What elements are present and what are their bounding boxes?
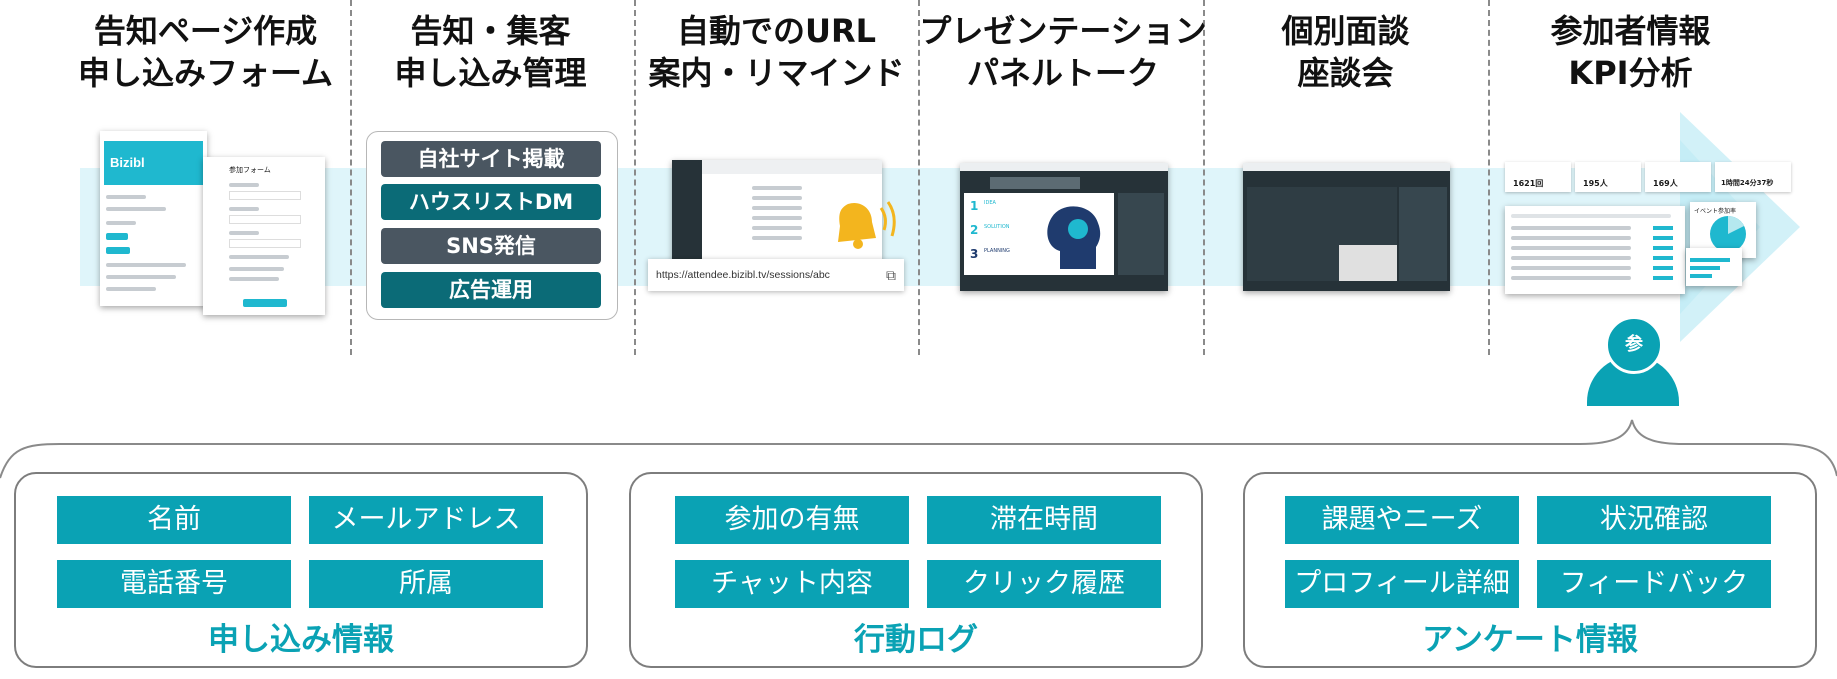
kpi-unit: 回 (1535, 179, 1543, 188)
kpi-card: 1621回 (1505, 162, 1571, 192)
stage-title-line: 告知・集客 (348, 10, 633, 52)
presentation-screenshot: 1 IDEA 2 SOLUTION 3 PLANNING (960, 163, 1168, 291)
info-tag: 電話番号 (57, 560, 291, 608)
channel-item: 広告運用 (381, 272, 601, 308)
info-tag: メールアドレス (309, 496, 543, 544)
kpi-unit: 人 (1600, 179, 1608, 188)
stage-title-line: 告知ページ作成 (63, 10, 348, 52)
stage-title-line: 申し込み管理 (348, 52, 633, 94)
stage-title-3: 自動でのURL 案内・リマインド (634, 10, 919, 94)
form-title: 参加フォーム (229, 165, 271, 175)
info-tag: チャット内容 (675, 560, 909, 608)
stage-title-line: KPI分析 (1488, 52, 1773, 94)
stage-title-line: 座談会 (1203, 52, 1488, 94)
stage-title-line: プレゼンテーション (918, 10, 1208, 52)
info-tag: 状況確認 (1537, 496, 1771, 544)
group-label: 申し込み情報 (16, 614, 586, 659)
slide-item-label: SOLUTION (984, 224, 1010, 230)
stage-title-line: 参加者情報 (1488, 10, 1773, 52)
stage-title-line: 申し込みフォーム (63, 52, 348, 94)
channel-item: 自社サイト掲載 (381, 141, 601, 177)
event-page-screenshot: Bizibl (100, 131, 207, 306)
stage-title-line: パネルトーク (918, 52, 1208, 94)
stage-title-4: プレゼンテーション パネルトーク (918, 10, 1208, 94)
info-tag: 参加の有無 (675, 496, 909, 544)
form-screenshot: 参加フォーム (203, 157, 325, 315)
group-registration-info: 名前 メールアドレス 電話番号 所属 申し込み情報 (14, 472, 588, 668)
stage-title-6: 参加者情報 KPI分析 (1488, 10, 1773, 94)
event-banner: Bizibl (104, 141, 203, 185)
channel-item: ハウスリストDM (381, 184, 601, 220)
kpi-bar-card (1686, 248, 1742, 286)
slide-item-label: IDEA (984, 200, 996, 206)
group-behavior-log: 参加の有無 滞在時間 チャット内容 クリック履歴 行動ログ (629, 472, 1203, 668)
stage-title-line: 案内・リマインド (634, 52, 919, 94)
slide-number: 3 (970, 247, 978, 261)
participant-avatar: 参 (1605, 316, 1663, 374)
bell-icon (826, 196, 904, 258)
stage-title-line: 自動でのURL (634, 10, 919, 52)
url-field[interactable]: https://attendee.bizibl.tv/sessions/abc … (648, 259, 904, 291)
kpi-value: 1621 (1513, 179, 1535, 188)
kpi-value: 1時間24分37秒 (1721, 179, 1773, 187)
copy-icon[interactable]: ⧉ (886, 259, 896, 291)
brand-logo: Bizibl (110, 155, 145, 170)
info-tag: プロフィール詳細 (1285, 560, 1519, 608)
info-tag: 滞在時間 (927, 496, 1161, 544)
kpi-card: 195人 (1575, 162, 1641, 192)
info-tag: フィードバック (1537, 560, 1771, 608)
head-gear-icon (1036, 199, 1108, 271)
kpi-value: 195 (1583, 179, 1600, 188)
slide-item-label: PLANNING (984, 248, 1010, 254)
slide-number: 1 (970, 199, 978, 213)
kpi-value: 169 (1653, 179, 1670, 188)
breakout-screenshot (1243, 163, 1450, 291)
url-text: https://attendee.bizibl.tv/sessions/abc (656, 269, 830, 281)
info-tag: 課題やニーズ (1285, 496, 1519, 544)
stage-title-line: 個別面談 (1203, 10, 1488, 52)
kpi-card: 169人 (1645, 162, 1711, 192)
channel-box: 自社サイト掲載 ハウスリストDM SNS発信 広告運用 (366, 131, 618, 320)
group-survey-info: 課題やニーズ 状況確認 プロフィール詳細 フィードバック アンケート情報 (1243, 472, 1817, 668)
slide-number: 2 (970, 223, 978, 237)
stage-title-2: 告知・集客 申し込み管理 (348, 10, 633, 94)
group-label: 行動ログ (631, 614, 1201, 659)
kpi-card: 1時間24分37秒 (1715, 162, 1791, 192)
kpi-unit: 人 (1670, 179, 1678, 188)
group-label: アンケート情報 (1245, 614, 1815, 659)
channel-item: SNS発信 (381, 228, 601, 264)
stage-title-5: 個別面談 座談会 (1203, 10, 1488, 94)
info-tag: 所属 (309, 560, 543, 608)
info-tag: クリック履歴 (927, 560, 1161, 608)
stage-title-1: 告知ページ作成 申し込みフォーム (63, 10, 348, 94)
kpi-table-screenshot (1505, 206, 1685, 294)
info-tag: 名前 (57, 496, 291, 544)
